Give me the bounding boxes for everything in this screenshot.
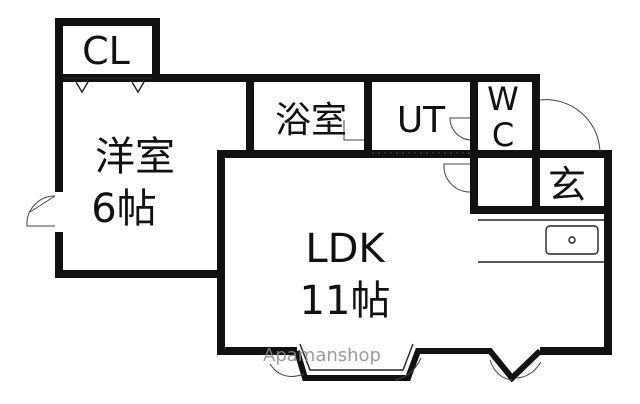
door-swings (26, 99, 601, 227)
closet-doors (63, 77, 152, 94)
western-room-wall-bottom (55, 270, 225, 278)
toilet-label-top: W (487, 80, 519, 118)
western-room-wall-right (246, 74, 254, 154)
entrance-wall-bottom (470, 206, 610, 214)
closet-door-mark-left (75, 81, 89, 94)
western-room-label: 洋室 (95, 134, 175, 180)
ldk-size: 11帖 (300, 278, 391, 324)
western-room-wall-left-upper (55, 74, 63, 192)
entrance-wall-inner (532, 150, 540, 210)
western-room-wall-left-lower (55, 232, 63, 278)
bath-label: 浴室 (275, 100, 347, 141)
ldk-wall-left (217, 150, 225, 355)
toilet-label-bottom: C (492, 116, 514, 154)
kitchen (478, 219, 604, 263)
window-arc-right3 (514, 361, 542, 379)
closet-wall-right (152, 18, 160, 80)
sink-drain (568, 236, 576, 244)
entrance-label: 玄 (548, 163, 586, 207)
ut-label: UT (397, 100, 446, 141)
window-arc-right (394, 357, 422, 381)
exterior-wall-bottom-right (540, 347, 612, 355)
window-arc-right2 (489, 359, 513, 381)
closet-wall-left (55, 18, 63, 80)
bath-door-mark (343, 120, 364, 141)
walls (55, 18, 612, 355)
window-arc-left (269, 363, 305, 377)
ldk-label: LDK (305, 226, 386, 272)
wc-wall-right (532, 74, 540, 156)
closet-wall-top (55, 18, 160, 26)
exterior-wall-right (604, 150, 612, 355)
watermark: Apamanshop (263, 345, 381, 366)
ldk-door-swing (443, 163, 471, 193)
closet-door-mark-right (131, 81, 145, 94)
ut-wall-right (470, 74, 478, 214)
ldk-wall-top (217, 150, 477, 158)
western-room-size: 6帖 (91, 186, 156, 232)
bath-wall-right (364, 74, 372, 156)
entrance-door-swing (539, 99, 601, 153)
bay-window (269, 343, 543, 383)
ut-door-swing (449, 117, 471, 141)
western-room-wall-top (55, 74, 540, 82)
bay-window-inner (299, 343, 414, 371)
bay-window-outline (294, 348, 543, 383)
sink (545, 225, 599, 255)
western-room-door-swing (26, 195, 56, 227)
closet-label: CL (82, 29, 130, 73)
exterior-wall-bottom-left (217, 347, 297, 355)
